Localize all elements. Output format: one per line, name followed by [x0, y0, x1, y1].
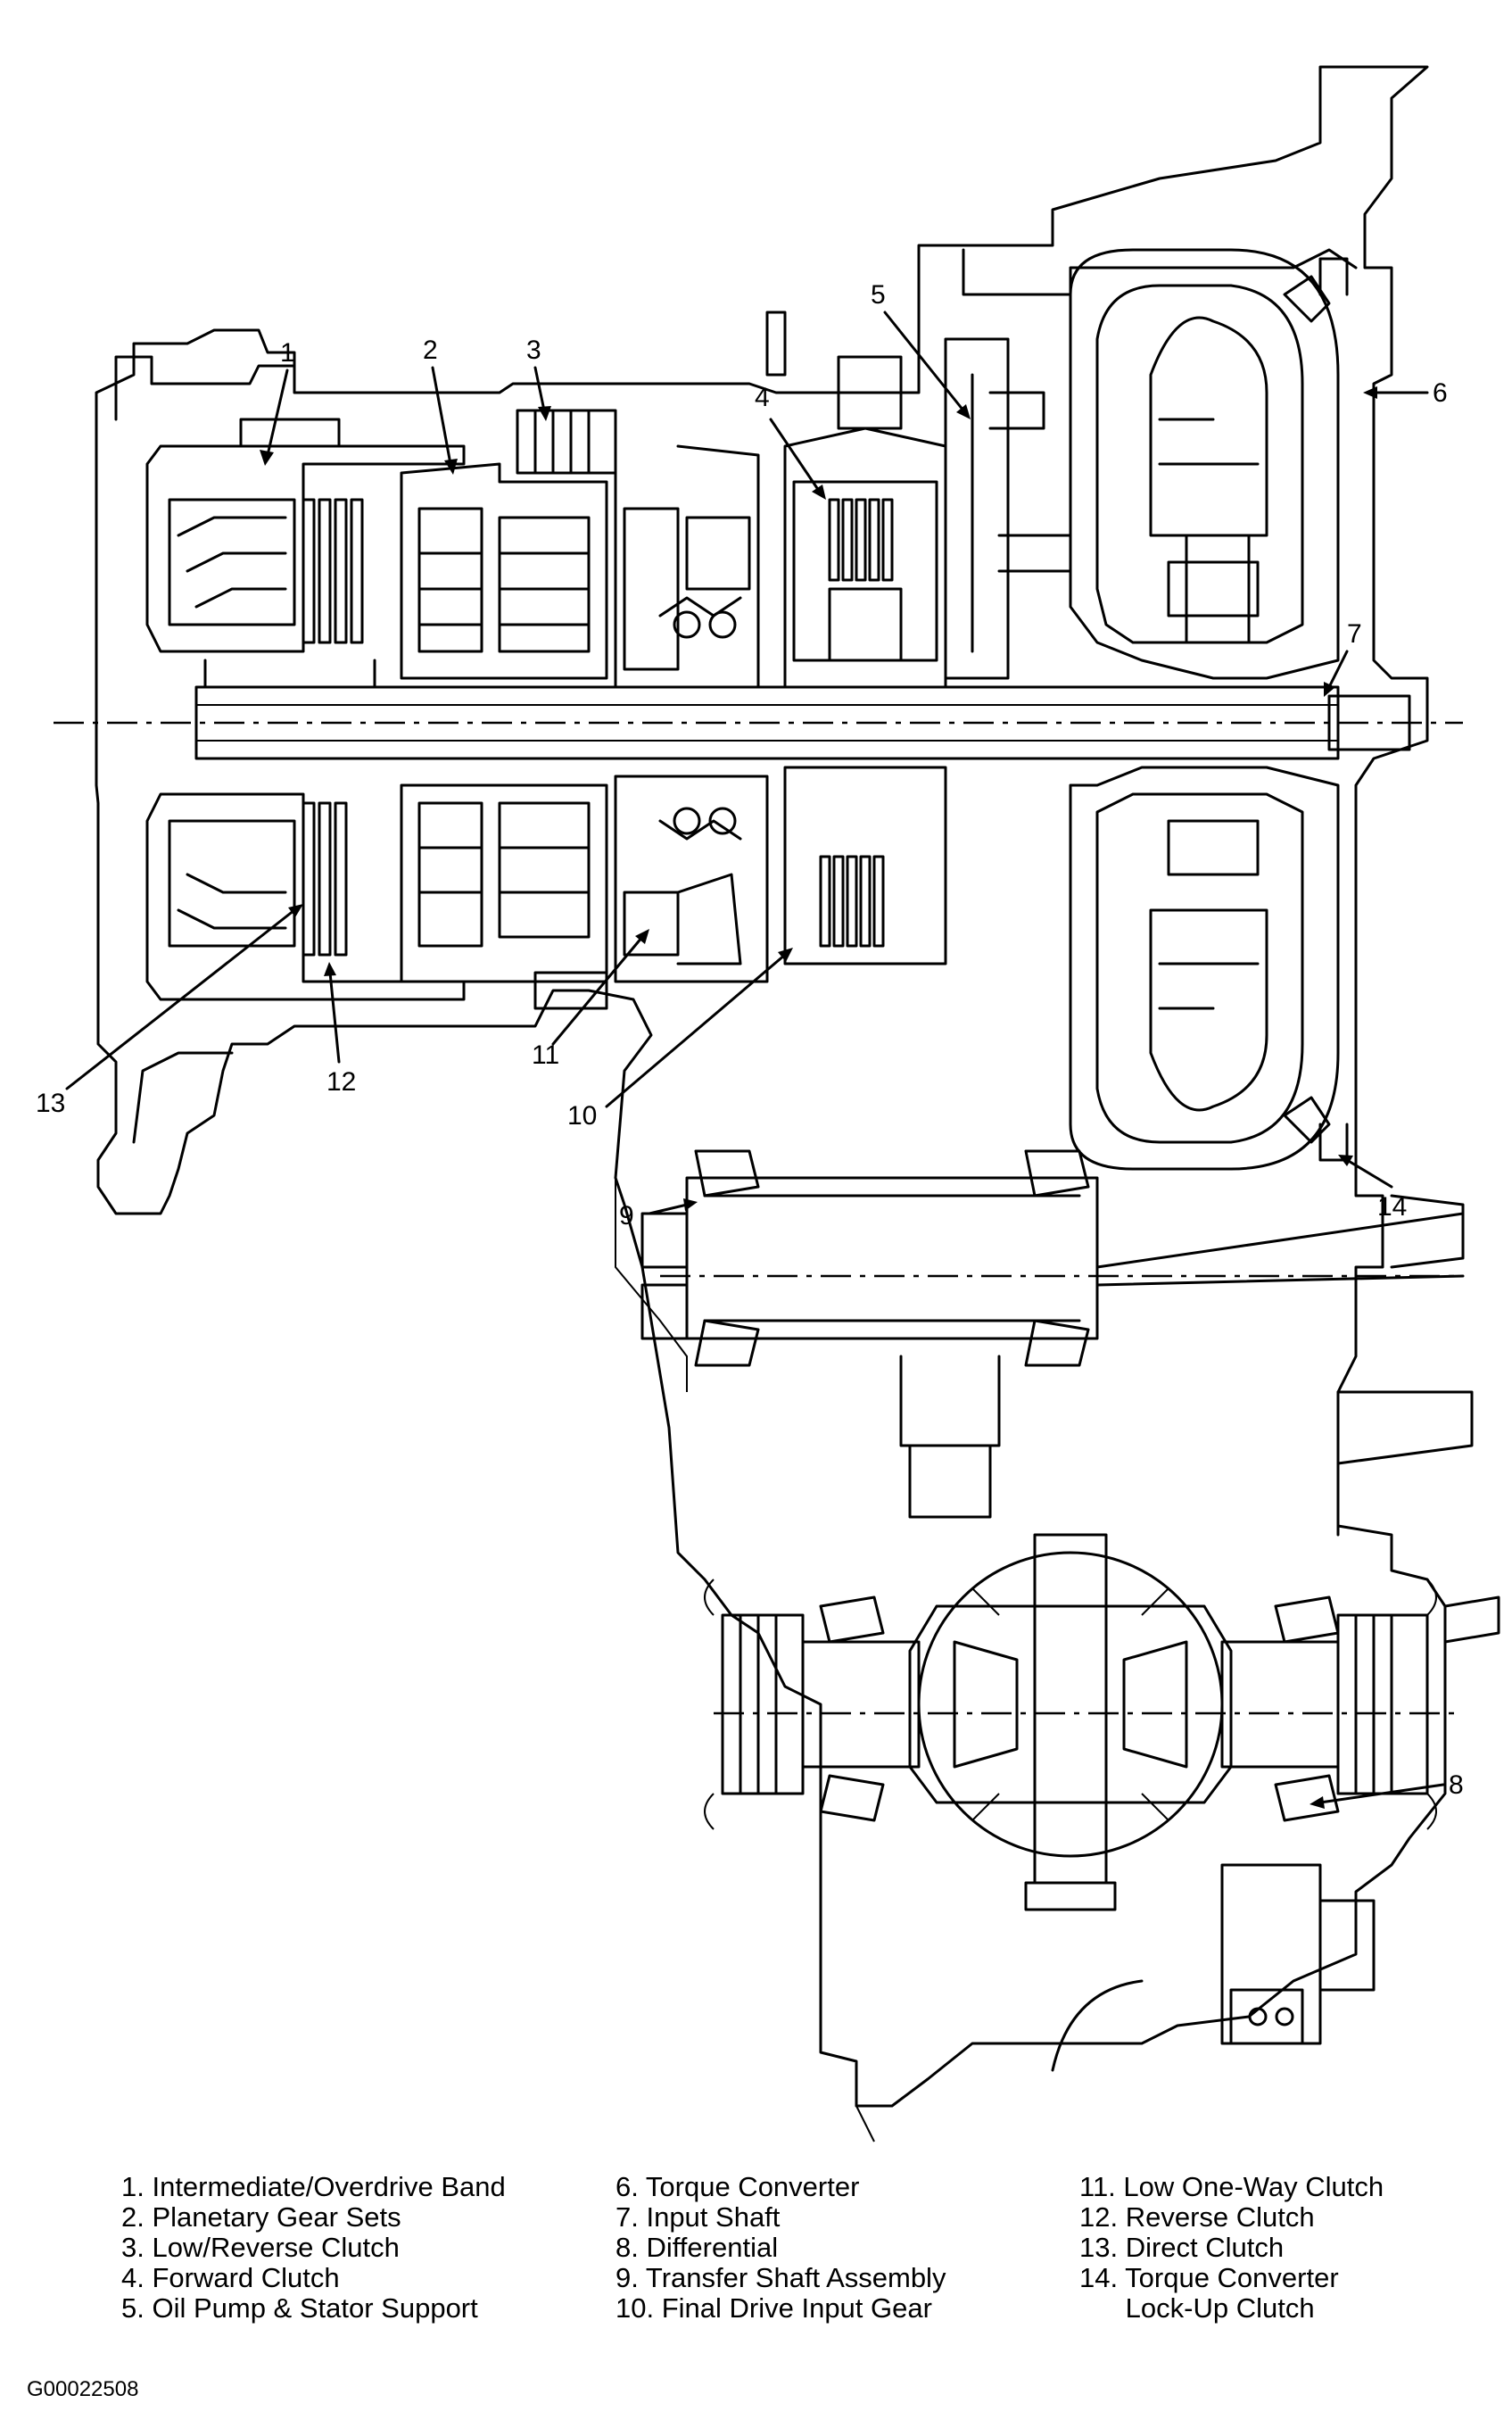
- legend-item-1: 1. Intermediate/Overdrive Band: [121, 2171, 506, 2202]
- callout-13: 13: [36, 1089, 65, 1118]
- legend-item-8: 8. Differential: [616, 2232, 779, 2263]
- forward-clutch-lower: [783, 766, 947, 966]
- band-plates: [302, 498, 364, 644]
- callout-9: 9: [619, 1201, 634, 1231]
- legend-item-14-cont: Lock-Up Clutch: [1079, 2292, 1315, 2324]
- callout-11: 11: [532, 1040, 559, 1070]
- legend-item-6: 6. Torque Converter: [616, 2171, 860, 2202]
- planetary-gear-upper: [400, 409, 617, 680]
- legend-item-3: 3. Low/Reverse Clutch: [121, 2232, 400, 2263]
- forward-clutch-plates: [828, 498, 894, 582]
- torque-converter-upper: [1069, 248, 1349, 680]
- transaxle-case-outline: [95, 65, 1500, 2142]
- low-one-way-clutch-lower: [614, 775, 769, 983]
- legend-item-13: 13. Direct Clutch: [1079, 2232, 1285, 2263]
- callout-7: 7: [1347, 619, 1362, 649]
- legend-item-11: 11. Low One-Way Clutch: [1079, 2171, 1384, 2202]
- callout-numbers: 1 2 3 4 5 6 7 8 9 10 11 12 13 14: [36, 280, 1464, 1800]
- callout-2: 2: [423, 336, 438, 365]
- figure-id: G00022508: [27, 2377, 139, 2401]
- direct-clutch-plates: [302, 801, 348, 957]
- legend-column-1: 1. Intermediate/Overdrive Band 2. Planet…: [121, 2172, 506, 2324]
- legend-item-10: 10. Final Drive Input Gear: [616, 2292, 932, 2324]
- callout-10: 10: [567, 1101, 597, 1131]
- legend-item-14: 14. Torque Converter: [1079, 2262, 1339, 2293]
- callout-12: 12: [326, 1067, 356, 1097]
- transfer-bearings: [694, 1149, 1090, 1367]
- legend-item-7: 7. Input Shaft: [616, 2201, 781, 2233]
- legend-item-9: 9. Transfer Shaft Assembly: [616, 2262, 946, 2293]
- callout-8: 8: [1449, 1770, 1464, 1800]
- callout-leaders: [65, 311, 1445, 1809]
- legend-item-4: 4. Forward Clutch: [121, 2262, 340, 2293]
- torque-converter-lower: [1069, 766, 1349, 1171]
- sensor-connector: [1051, 1863, 1376, 2072]
- callout-6: 6: [1433, 378, 1448, 408]
- legend-item-5: 5. Oil Pump & Stator Support: [121, 2292, 478, 2324]
- legend-column-3: 11. Low One-Way Clutch 12. Reverse Clutc…: [1079, 2172, 1384, 2324]
- callout-4: 4: [755, 383, 770, 412]
- callout-1: 1: [280, 338, 295, 368]
- band-and-clutch-housing-lower: [145, 792, 466, 1001]
- low-reverse-clutch-upper: [614, 444, 760, 689]
- band-and-clutch-housing-upper: [145, 418, 466, 689]
- legend-item-2: 2. Planetary Gear Sets: [121, 2201, 401, 2233]
- differential: [704, 1533, 1437, 1911]
- legend-item-12: 12. Reverse Clutch: [1079, 2201, 1315, 2233]
- transfer-shaft-assembly: [640, 1149, 1465, 1519]
- callout-5: 5: [871, 280, 886, 310]
- oil-pump-stator-support: [944, 337, 1072, 680]
- legend-column-2: 6. Torque Converter 7. Input Shaft 8. Di…: [616, 2172, 946, 2324]
- callout-14: 14: [1377, 1192, 1407, 1222]
- callout-3: 3: [526, 336, 541, 365]
- planetary-gear-lower: [400, 783, 608, 1010]
